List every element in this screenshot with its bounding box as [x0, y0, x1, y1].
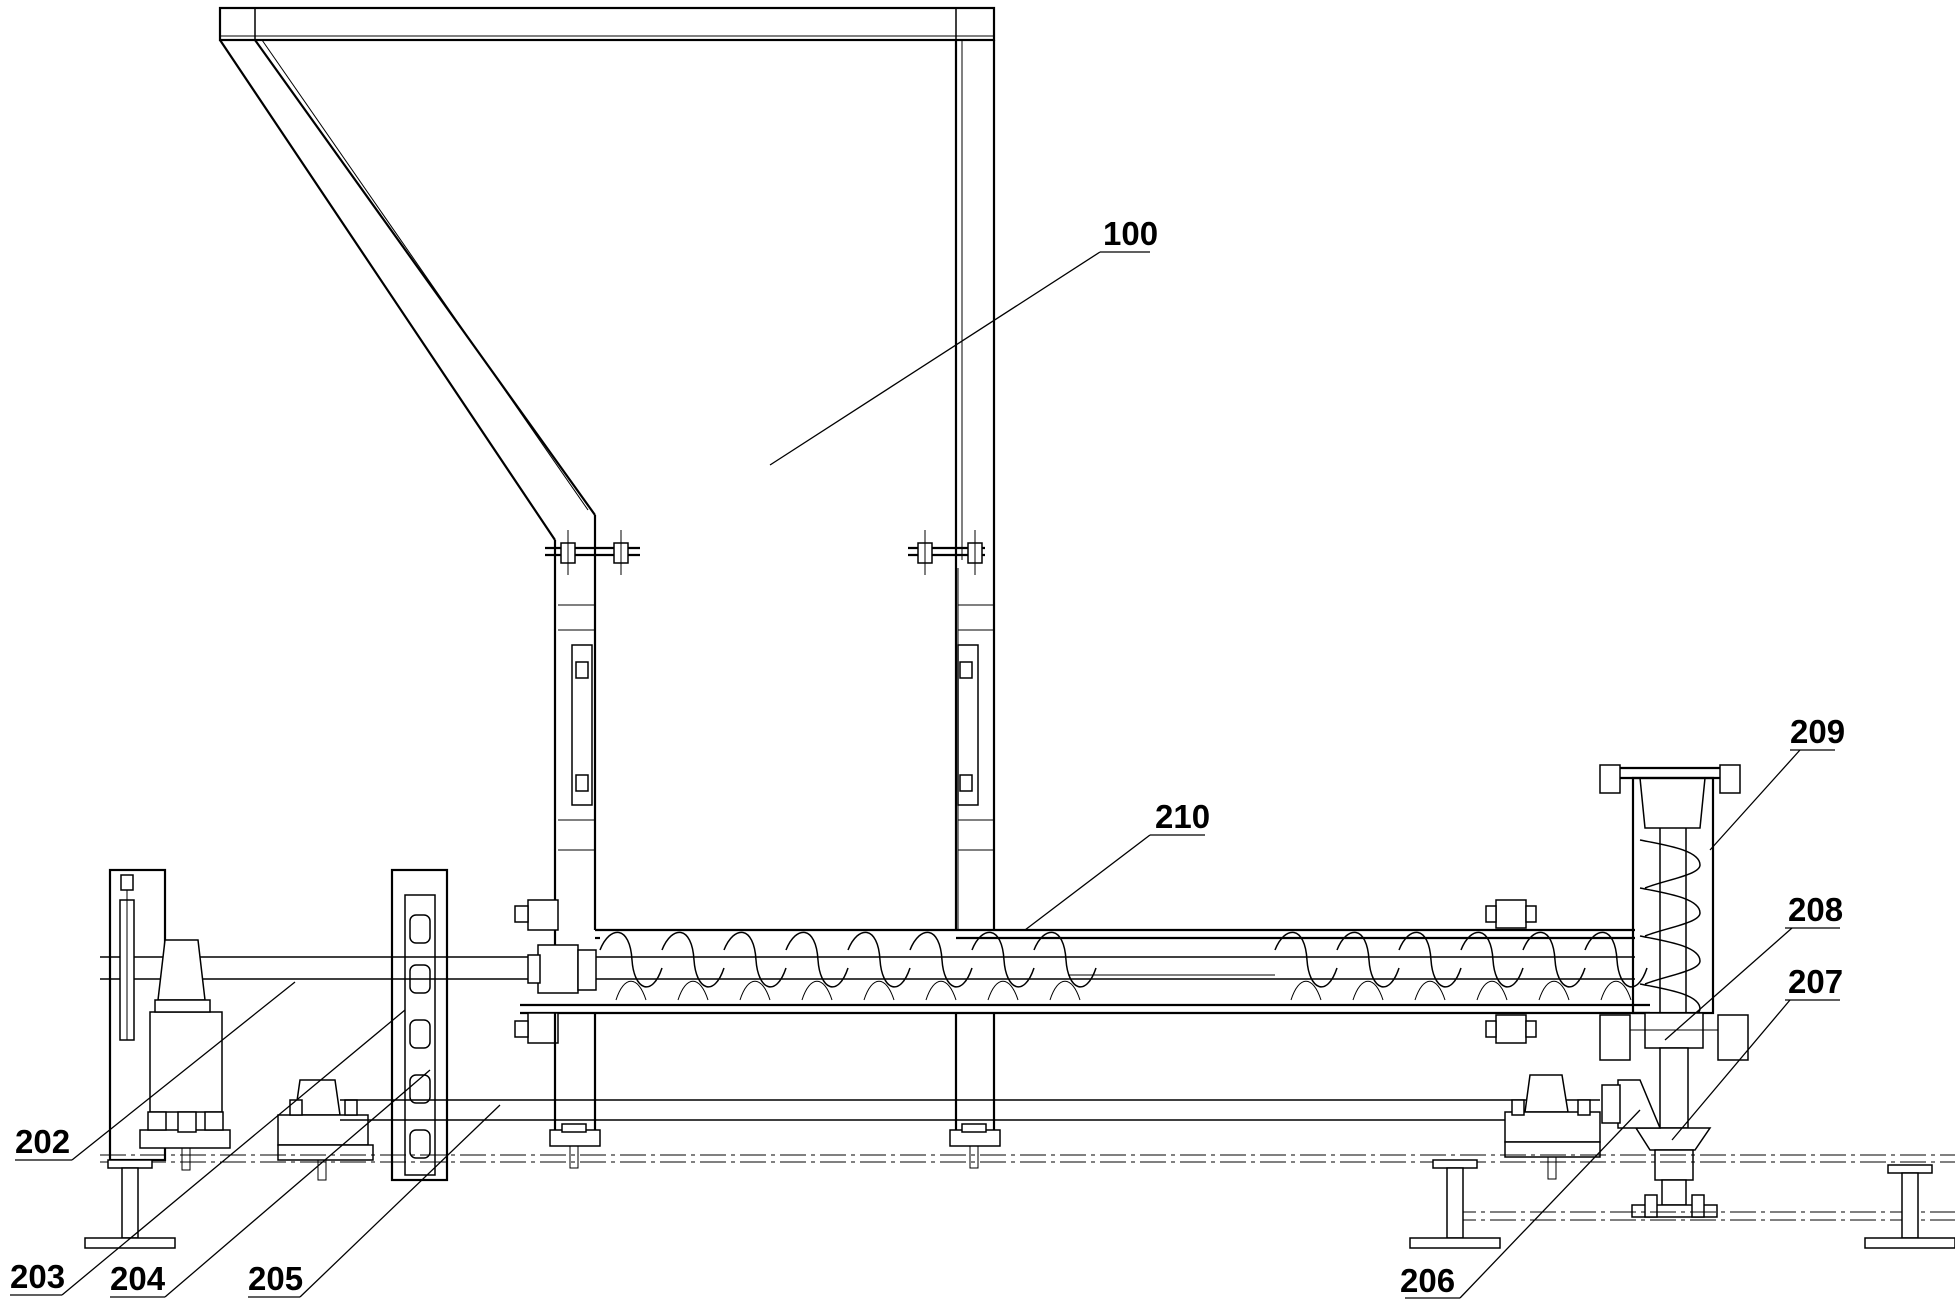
beam-flange-bottom: [1409, 1237, 1501, 1249]
screw-flight-back: [1538, 980, 1570, 1001]
label-207: 207: [1788, 963, 1843, 1000]
screw-flight-back: [987, 980, 1019, 1001]
base-rails: [84, 1154, 1955, 1249]
screw-flight: [661, 931, 725, 988]
beam-flange-top: [1432, 1159, 1478, 1169]
screw-flight-back: [1476, 980, 1508, 1001]
vertical-screw: [1599, 764, 1749, 1218]
beam-flange-top: [1887, 1164, 1933, 1174]
vertical-flight: [1639, 935, 1701, 985]
vertical-flight: [1639, 887, 1701, 937]
screw-flight: [1033, 931, 1097, 988]
screw-flight: [1336, 931, 1400, 988]
screw-flight-back: [677, 980, 709, 1001]
label-100: 100: [1103, 215, 1158, 252]
label-205: 205: [248, 1260, 303, 1297]
screw-flight: [847, 931, 911, 988]
beam-flange-top: [107, 1159, 153, 1169]
screw-flight: [1460, 931, 1524, 988]
vertical-flight: [1639, 839, 1701, 889]
label-204: 204: [110, 1260, 166, 1297]
beam-flange-bottom: [1864, 1237, 1955, 1249]
beam-web: [1901, 1172, 1919, 1239]
screw-flight: [971, 931, 1035, 988]
coupling-slot: [409, 964, 431, 994]
label-210: 210: [1155, 798, 1210, 835]
beam-web: [1446, 1167, 1464, 1239]
screw-flight-back: [1049, 980, 1081, 1001]
hopper: [218, 6, 996, 945]
screw-flight: [909, 931, 973, 988]
screw-conveyor: [100, 899, 1650, 1044]
drive-assembly: [108, 868, 1601, 1182]
screw-flight: [1522, 931, 1586, 988]
label-202: 202: [15, 1123, 70, 1160]
screw-flight-back: [1352, 980, 1384, 1001]
beam-web: [121, 1167, 139, 1239]
beam-flange-bottom: [84, 1237, 176, 1249]
screw-flight: [785, 931, 849, 988]
screw-flight-back: [863, 980, 895, 1001]
label-203: 203: [10, 1258, 65, 1295]
screw-flight: [1398, 931, 1462, 988]
coupling-slot: [409, 1129, 431, 1159]
screw-flight-back: [1600, 980, 1632, 1001]
callouts: 100 210 209 208 207 206 202 203 204 205: [10, 215, 1845, 1299]
label-209: 209: [1790, 713, 1845, 750]
screw-flight: [1274, 931, 1338, 988]
screw-flight: [1584, 931, 1648, 988]
screw-flight-back: [801, 980, 833, 1001]
screw-flight-back: [739, 980, 771, 1001]
screw-flight: [723, 931, 787, 988]
coupling-slot: [409, 1074, 431, 1104]
coupling-slot: [409, 1019, 431, 1049]
screw-flight-back: [1290, 980, 1322, 1001]
label-206: 206: [1400, 1262, 1455, 1299]
screw-flight-back: [615, 980, 647, 1001]
label-208: 208: [1788, 891, 1843, 928]
screw-flight-back: [1414, 980, 1446, 1001]
screw-flight: [599, 931, 663, 988]
screw-flight-back: [925, 980, 957, 1001]
coupling-slot: [409, 914, 431, 944]
